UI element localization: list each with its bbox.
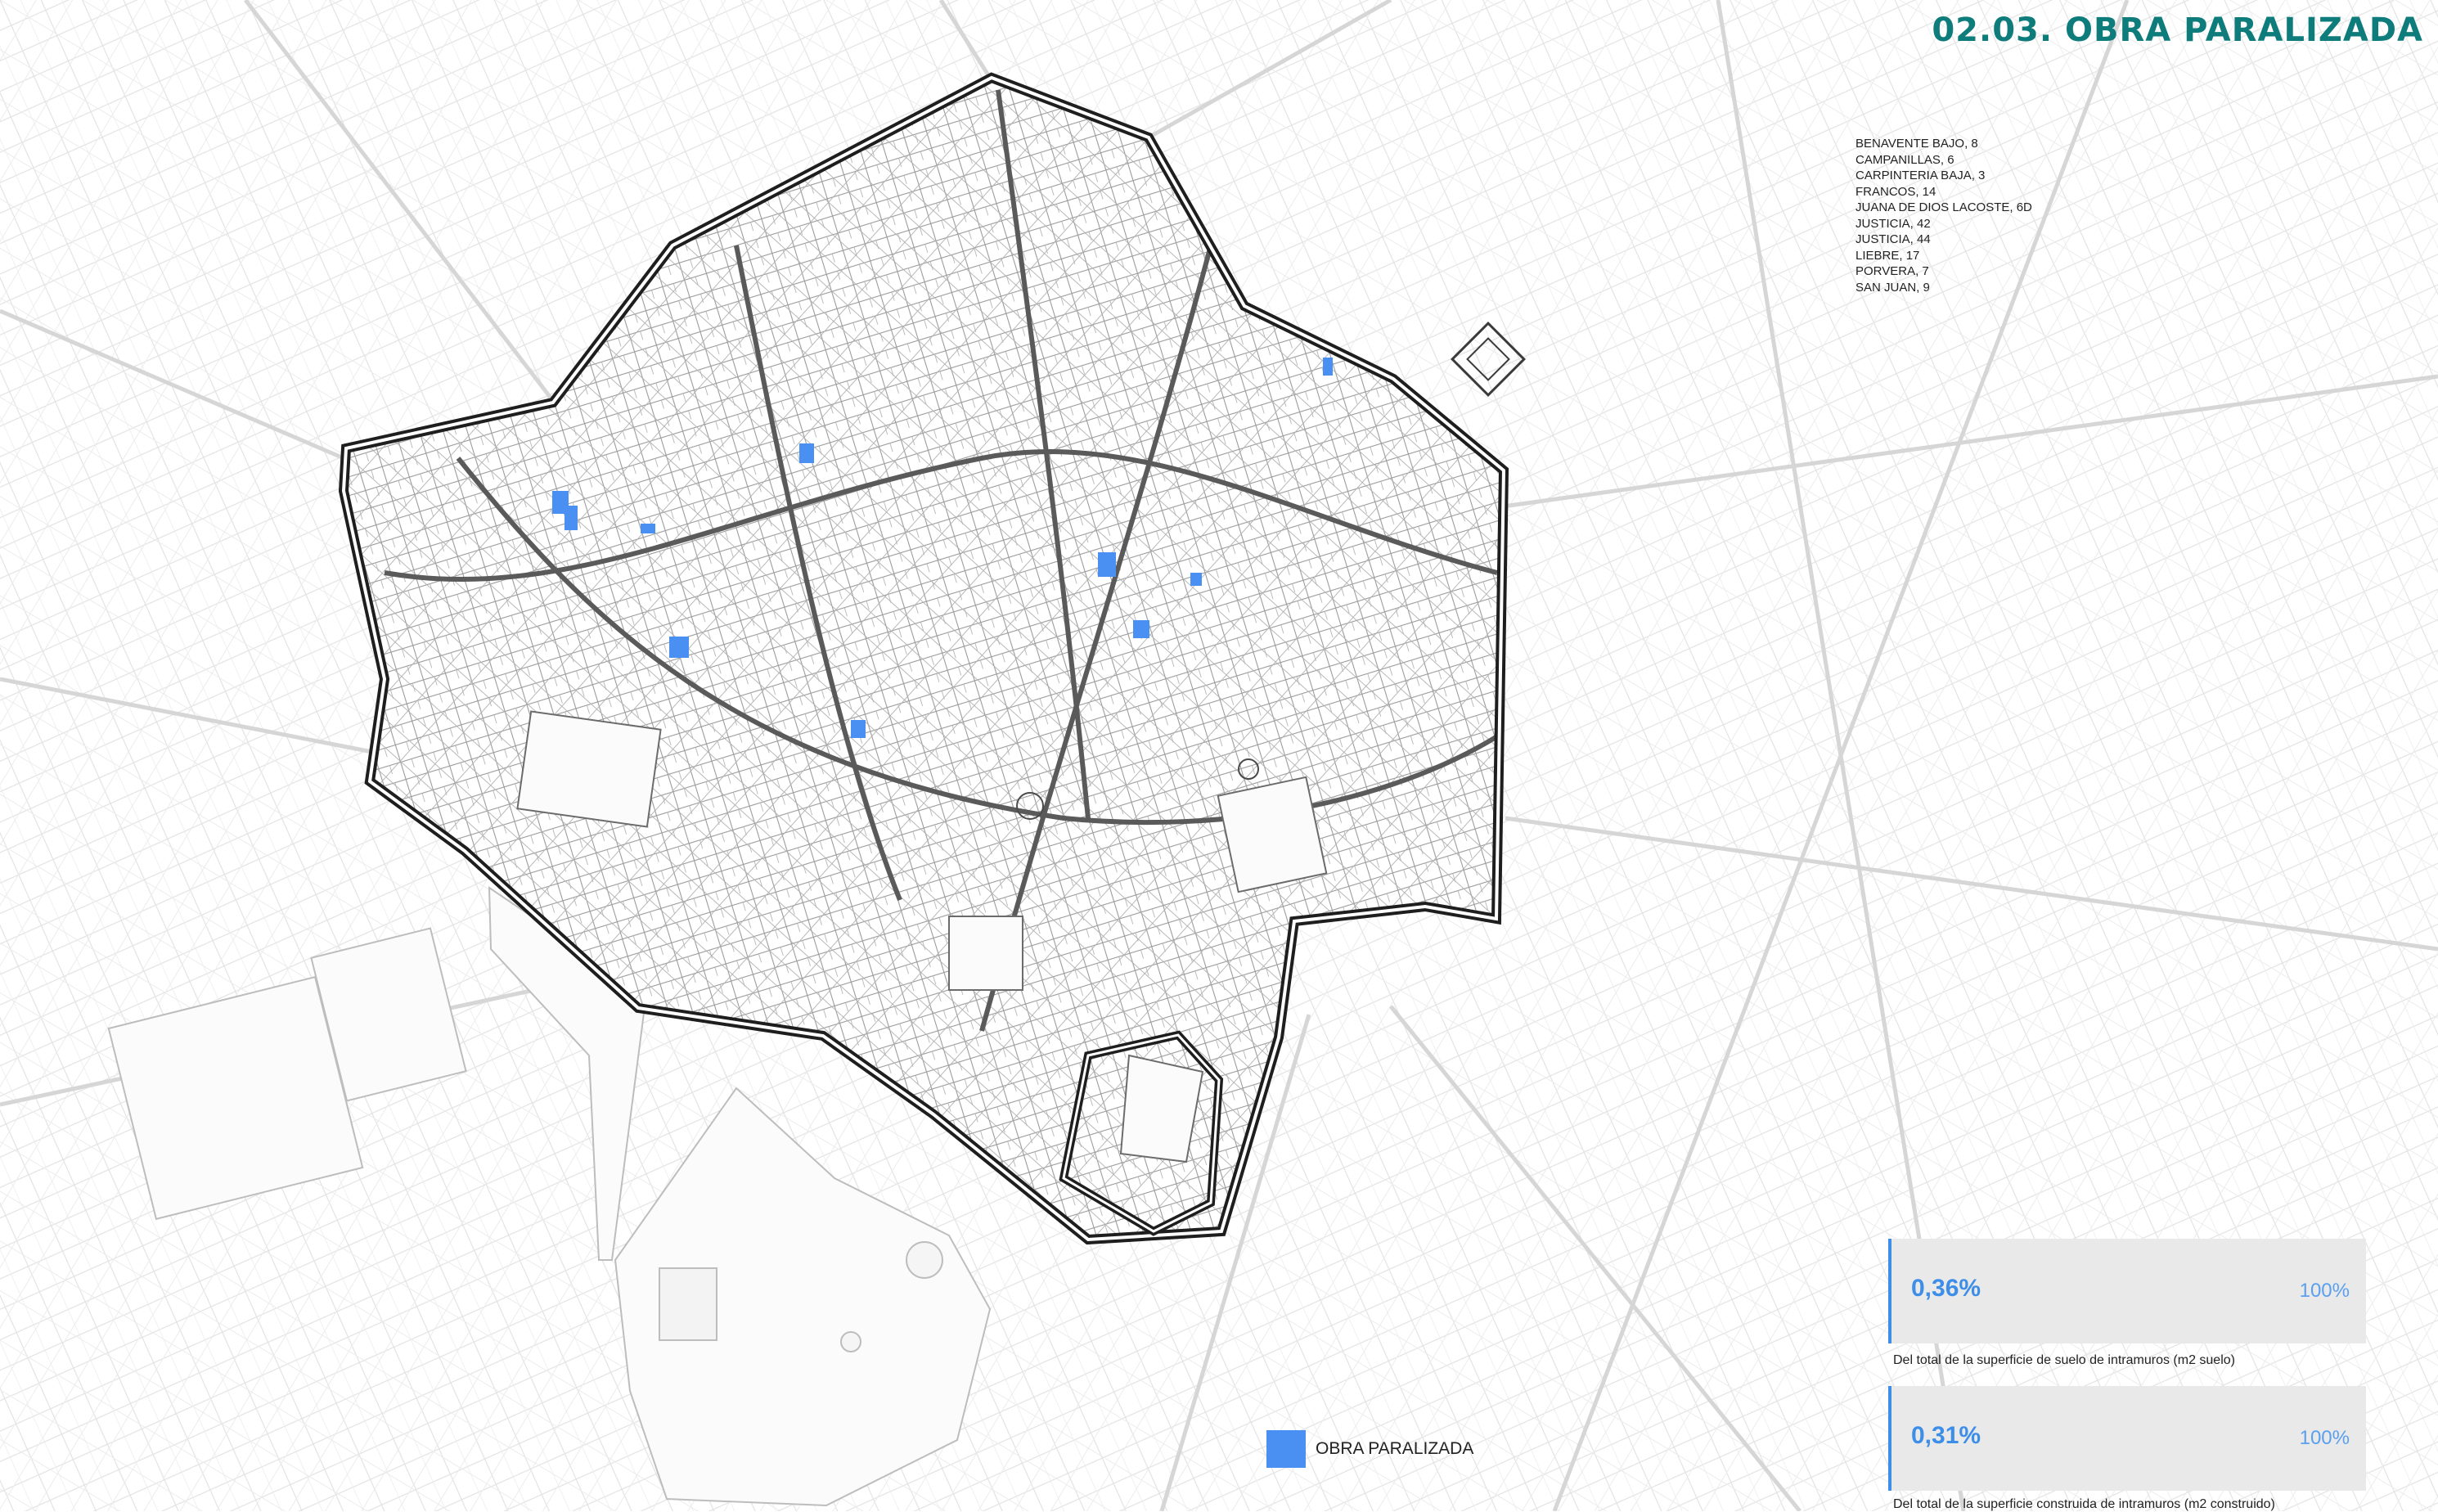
stat-caption-built: Del total de la superficie construida de… (1893, 1497, 2275, 1511)
address-item: LIEBRE, 17 (1855, 248, 1920, 263)
stat-percent: 0,31% (1911, 1422, 1981, 1449)
stat-total: 100% (2299, 1427, 2350, 1449)
address-item: FRANCOS, 14 (1855, 184, 1936, 199)
blue-square-swatch-icon (1266, 1430, 1306, 1468)
stat-percent: 0,36% (1911, 1275, 1981, 1302)
legend-label: OBRA PARALIZADA (1316, 1439, 1474, 1458)
address-item: PORVERA, 7 (1855, 264, 1929, 278)
address-item: JUSTICIA, 44 (1855, 232, 1931, 246)
map-legend: OBRA PARALIZADA (1266, 1430, 1473, 1468)
address-item: BENAVENTE BAJO, 8 (1855, 137, 1978, 151)
stat-total: 100% (2299, 1280, 2350, 1302)
stat-box-built: 0,31% 100% (1888, 1386, 2366, 1491)
address-list: BENAVENTE BAJO, 8 CAMPANILLAS, 6 CARPINT… (1855, 136, 2032, 295)
address-item: SAN JUAN, 9 (1855, 280, 1930, 295)
stat-caption-soil: Del total de la superficie de suelo de i… (1893, 1353, 2235, 1367)
address-item: CAMPANILLAS, 6 (1855, 152, 1954, 167)
address-item: JUANA DE DIOS LACOSTE, 6D (1855, 200, 2032, 214)
obra-paralizada-markers (552, 358, 1333, 738)
northeast-monument (1451, 322, 1526, 397)
city-wall (338, 72, 1509, 1245)
page-title: 02.03. OBRA PARALIZADA (1932, 11, 2423, 49)
address-item: JUSTICIA, 42 (1855, 216, 1931, 231)
address-item: CARPINTERIA BAJA, 3 (1855, 169, 1986, 182)
stat-box-soil: 0,36% 100% (1888, 1239, 2366, 1343)
